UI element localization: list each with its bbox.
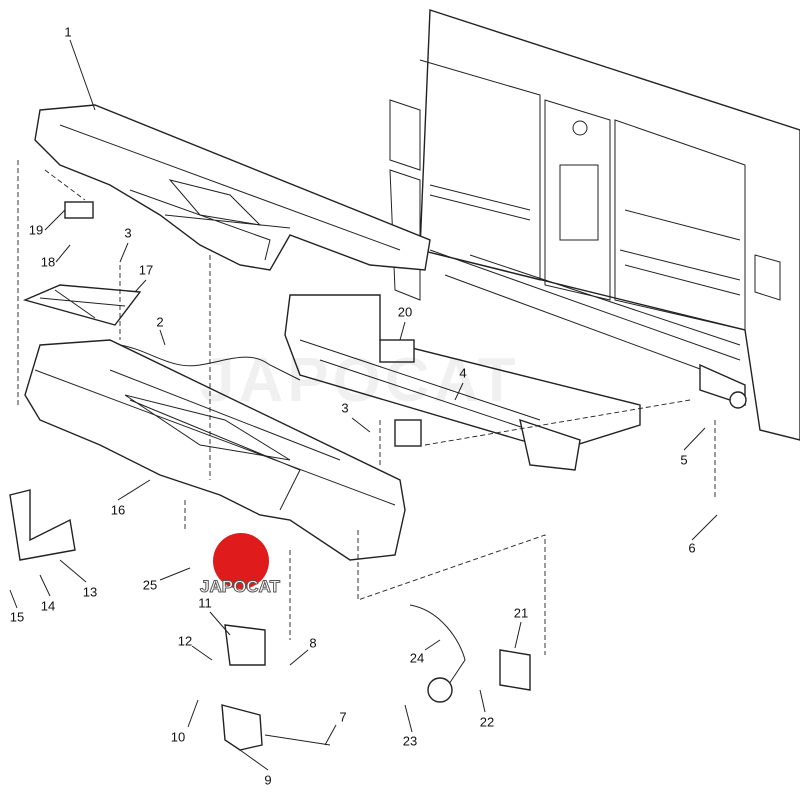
callout-1: 1 bbox=[64, 24, 72, 40]
callout-8: 8 bbox=[309, 635, 317, 651]
callout-17: 17 bbox=[138, 262, 154, 278]
callout-6: 6 bbox=[688, 540, 696, 556]
callout-14: 14 bbox=[40, 598, 56, 614]
callout-3: 3 bbox=[124, 225, 132, 241]
callout-7: 7 bbox=[339, 709, 347, 725]
callout-22: 22 bbox=[479, 714, 495, 730]
callout-20: 20 bbox=[397, 304, 413, 320]
watermark: JAPOCAT bbox=[200, 346, 520, 415]
logo-sun-icon bbox=[213, 533, 269, 589]
frame-rails bbox=[429, 249, 747, 409]
trailer-harness bbox=[409, 604, 466, 691]
step-pad bbox=[34, 104, 431, 271]
truck-rear bbox=[389, 9, 800, 441]
skid-plate bbox=[22, 284, 142, 326]
callout-9: 9 bbox=[264, 772, 272, 788]
callout-12: 12 bbox=[177, 633, 193, 649]
side-bracket bbox=[9, 489, 76, 561]
callout-10: 10 bbox=[170, 729, 186, 745]
warning-label bbox=[379, 339, 415, 363]
callout-16: 16 bbox=[110, 502, 126, 518]
callout-13: 13 bbox=[82, 584, 98, 600]
tow-hook-bracket bbox=[224, 624, 266, 666]
callout-11: 11 bbox=[198, 595, 212, 611]
callout-18: 18 bbox=[40, 254, 56, 270]
sensor-bracket bbox=[64, 201, 94, 219]
callout-5: 5 bbox=[680, 452, 688, 468]
callout-25: 25 bbox=[142, 577, 158, 593]
wiring-harness bbox=[119, 344, 301, 381]
callout-3b: 3 bbox=[341, 400, 349, 416]
japocat-logo: JAPOCAT bbox=[200, 533, 290, 603]
trailer-hitch bbox=[284, 294, 641, 471]
callout-21: 21 bbox=[513, 605, 529, 621]
callout-2: 2 bbox=[156, 314, 164, 330]
tow-hook bbox=[221, 704, 263, 751]
callout-4: 4 bbox=[459, 365, 467, 381]
bumper-face-bar bbox=[24, 339, 406, 561]
callout-24: 24 bbox=[409, 650, 425, 666]
callout-19: 19 bbox=[28, 222, 44, 238]
callout-15: 15 bbox=[9, 609, 25, 625]
logo-text: JAPOCAT bbox=[200, 577, 281, 597]
callout-23: 23 bbox=[402, 733, 418, 749]
